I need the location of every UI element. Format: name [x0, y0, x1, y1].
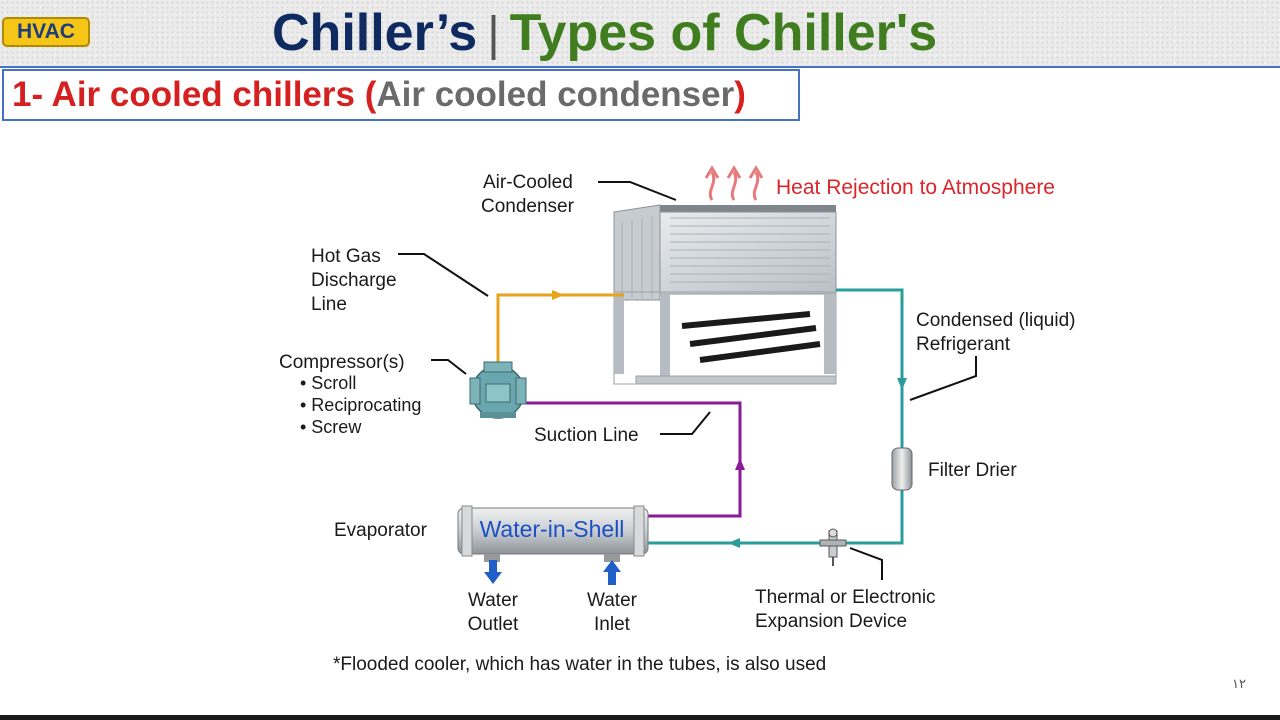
heat-rejection-label: Heat Rejection to Atmosphere: [776, 176, 1055, 199]
evaporator-water-in-shell-text: Water-in-Shell: [480, 516, 625, 542]
liquid-refrigerant-line: [646, 288, 907, 548]
condensed-refrigerant-label: Condensed (liquid) Refrigerant: [916, 310, 1076, 355]
water-inlet-line1: Water: [587, 590, 638, 611]
footnote: *Flooded cooler, which has water in the …: [333, 654, 826, 675]
header-rule: [0, 66, 1280, 68]
expansion-device-label: Thermal or Electronic Expansion Device: [755, 587, 936, 632]
filter-drier-label: Filter Drier: [928, 460, 1017, 481]
hot-gas-label: Hot Gas Discharge Line: [311, 246, 397, 315]
water-inlet-line2: Inlet: [594, 614, 631, 635]
title-separator: |: [487, 8, 500, 61]
expansion-line2: Expansion Device: [755, 611, 907, 632]
water-outlet-label: Water Outlet: [468, 590, 519, 635]
hot-gas-line1: Hot Gas: [311, 246, 381, 267]
bottom-border: [0, 715, 1280, 720]
condenser-label: Air-Cooled Condenser: [481, 172, 575, 217]
evaporator-shell: [457, 505, 649, 562]
water-outlet-arrow-icon: [484, 560, 502, 584]
condensed-line2: Refrigerant: [916, 334, 1011, 355]
condenser-label-line2: Condenser: [481, 196, 575, 217]
subtitle-middle: Air cooled condenser: [376, 75, 735, 114]
page-title: Chiller’s|Types of Chiller's: [272, 2, 937, 66]
suction-line-label: Suction Line: [534, 425, 639, 446]
section-subtitle: 1- Air cooled chillers (Air cooled conde…: [2, 69, 800, 121]
water-inlet-arrow-icon: [603, 560, 621, 585]
hot-gas-line2: Discharge: [311, 270, 397, 291]
suction-line: [524, 401, 745, 518]
header-background: [0, 0, 1280, 66]
compressor-type-screw: • Screw: [300, 417, 362, 437]
page-number: ١٢: [1232, 676, 1246, 691]
evaporator-label: Evaporator: [334, 520, 428, 541]
hot-gas-line3: Line: [311, 294, 347, 315]
title-part-chillers: Chiller’s: [272, 4, 478, 62]
condenser-label-line1: Air-Cooled: [483, 172, 573, 193]
compressor-types-list: • Scroll • Reciprocating • Screw: [300, 373, 421, 437]
compressor-type-reciprocating: • Reciprocating: [300, 395, 421, 415]
compressor-icon: [469, 361, 527, 419]
water-inlet-label: Water Inlet: [587, 590, 638, 635]
filter-drier-icon: [891, 447, 913, 491]
leader-lines: [398, 181, 977, 580]
hot-gas-discharge-line: [496, 290, 624, 372]
subtitle-prefix: 1- Air cooled chillers (: [12, 75, 377, 114]
air-cooled-condenser-unit: [613, 204, 837, 385]
title-part-types: Types of Chiller's: [509, 4, 938, 62]
heat-rejection-arrows: [704, 165, 764, 201]
hvac-badge: HVAC: [2, 17, 90, 47]
water-outlet-line2: Outlet: [468, 614, 519, 635]
compressor-type-scroll: • Scroll: [300, 373, 356, 393]
expansion-device-icon: [819, 528, 847, 566]
subtitle-suffix: ): [734, 75, 746, 114]
condensed-line1: Condensed (liquid): [916, 310, 1076, 331]
water-outlet-line1: Water: [468, 590, 519, 611]
compressor-label: Compressor(s): [279, 352, 405, 373]
expansion-line1: Thermal or Electronic: [755, 587, 936, 608]
